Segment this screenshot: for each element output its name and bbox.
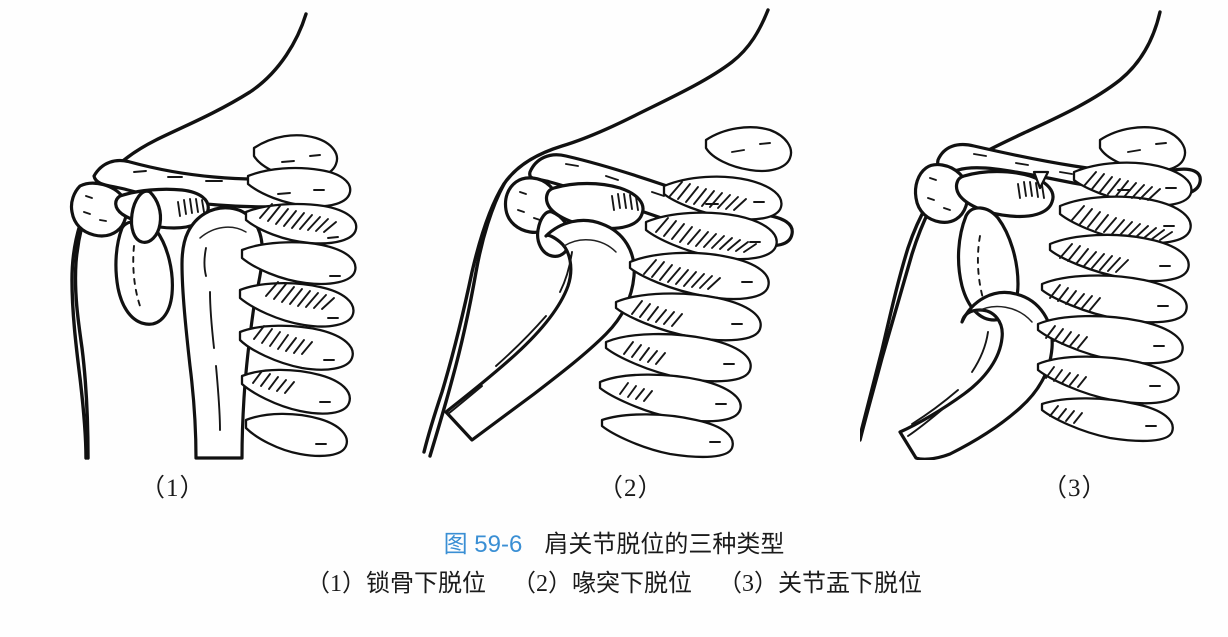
body-contour-2 xyxy=(422,8,770,454)
rib-3-5 xyxy=(1040,274,1188,324)
legend-item-3: （3）关节盂下脱位 xyxy=(718,571,922,597)
rib-2-5 xyxy=(614,292,762,342)
rib-shading-dashes-2 xyxy=(705,142,771,443)
figure-title: 肩关节脱位的三种类型 xyxy=(544,531,785,558)
humerus-3 xyxy=(898,290,1054,460)
rib-shading-dashes-3 xyxy=(1117,142,1177,427)
illustration-panel-1 xyxy=(10,0,380,460)
scapula-dotted-edge-3 xyxy=(976,235,985,303)
rib-3-8 xyxy=(1040,397,1174,443)
rib-hatch-group-3d xyxy=(1049,284,1101,311)
acromion-shading-2 xyxy=(517,191,541,221)
rib-2-8 xyxy=(600,413,734,459)
rib-2-3 xyxy=(644,211,778,261)
figure-number-label: 图 59-6 xyxy=(443,531,523,558)
rib-hatch-group-1b xyxy=(265,281,335,310)
legend-item-1: （1）锁骨下脱位 xyxy=(306,571,486,597)
coracoid-process-1 xyxy=(129,189,163,244)
rib-hatch-group-1a xyxy=(259,203,337,233)
rib-hatch-group-1d xyxy=(252,370,295,394)
figure-caption: 图 59-6 肩关节脱位的三种类型 （1）锁骨下脱位 （2）喙突下脱位 （3）关节盂下… xyxy=(0,528,1228,600)
shoulder-dislocation-diagram-1 xyxy=(69,12,358,460)
clavicle-shading-2 xyxy=(565,163,763,228)
humerus-2 xyxy=(444,218,636,442)
caption-legend-line: （1）锁骨下脱位 （2）喙突下脱位 （3）关节盂下脱位 xyxy=(0,568,1228,600)
rib-3-7 xyxy=(1036,355,1180,405)
shoulder-dislocation-diagram-3 xyxy=(860,10,1202,460)
rib-hatch-group-3b xyxy=(1071,205,1173,241)
scapula-dotted-edge-1 xyxy=(132,245,141,307)
glenoid-hatch-1 xyxy=(177,198,205,217)
acromion-3 xyxy=(913,163,970,224)
legend-item-2: （2）喙突下脱位 xyxy=(512,571,692,597)
rib-2-1 xyxy=(704,126,793,173)
humerus-shading-2 xyxy=(447,251,573,415)
clavicle-shading-1 xyxy=(133,170,319,185)
humerus-shading-1 xyxy=(203,247,221,431)
scapula-spine-3 xyxy=(954,169,1055,219)
rib-hatch-group-2c xyxy=(643,259,721,290)
acromion-shading-3 xyxy=(927,177,951,211)
rib-hatch-group-2e xyxy=(623,341,666,365)
rib-hatch-group-3e xyxy=(1045,325,1088,349)
clavicle-shading-3 xyxy=(973,153,1169,181)
rib-3-6 xyxy=(1036,314,1184,365)
acromion-shading-1 xyxy=(83,195,107,222)
rib-hatch-group-2b xyxy=(655,217,757,253)
humerus-head-line-1 xyxy=(199,226,247,239)
humerus-head-line-2 xyxy=(563,239,617,253)
illustration-panel-3 xyxy=(860,0,1228,460)
shoulder-dislocation-diagram-2 xyxy=(422,8,794,459)
rib-hatch-group-2f xyxy=(619,382,653,402)
glenoid-hatch-2 xyxy=(611,193,639,211)
rib-hatch-group-2d xyxy=(631,300,683,327)
rib-shading-dashes-1 xyxy=(277,154,341,445)
rib-hatch-group-3c xyxy=(1059,243,1129,273)
rib-2-2 xyxy=(662,175,783,221)
rib-hatch-group-1c xyxy=(253,325,313,355)
panel-number-2: （2） xyxy=(598,475,664,502)
panel-number-1: （1） xyxy=(140,475,206,502)
rib-1-6 xyxy=(238,324,354,371)
panel-number-3: （3） xyxy=(1042,475,1108,502)
glenoid-hatch-3 xyxy=(1017,181,1045,199)
rib-2-6 xyxy=(604,332,752,383)
rib-1-5 xyxy=(238,282,355,328)
rib-3-3 xyxy=(1058,195,1192,245)
rib-2-4 xyxy=(628,251,770,301)
rib-1-2 xyxy=(246,166,352,208)
humerus-shading-3 xyxy=(907,331,989,437)
humerus-head-line-3 xyxy=(975,305,1033,323)
rib-1-4 xyxy=(240,241,357,286)
rib-1-8 xyxy=(244,412,348,458)
caption-title-line: 图 59-6 肩关节脱位的三种类型 xyxy=(0,528,1228,562)
arm-contour-2 xyxy=(428,182,506,458)
glenoid-notch-3 xyxy=(1032,170,1050,190)
rib-hatch-group-3f xyxy=(1045,366,1087,388)
illustration-panel-2 xyxy=(420,0,820,460)
rib-hatch-group-3g xyxy=(1049,405,1083,424)
rib-hatch-group-2a xyxy=(669,181,747,211)
